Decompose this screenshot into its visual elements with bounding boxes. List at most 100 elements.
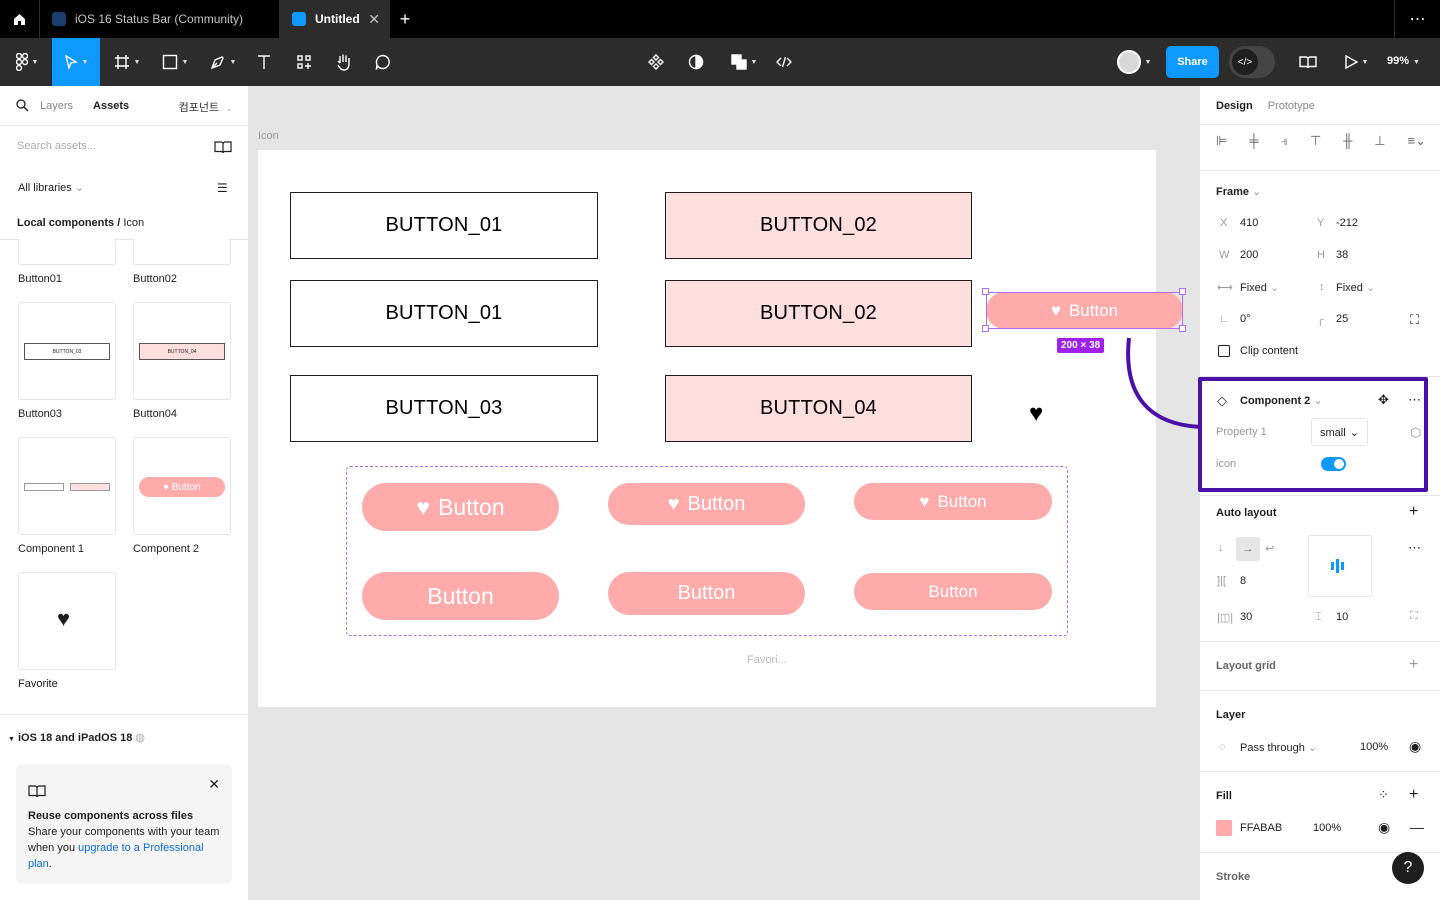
component-set-label[interactable]: Favori... <box>747 654 787 666</box>
component-name-dropdown[interactable]: Component 2 ⌄ <box>1240 395 1323 407</box>
search-input[interactable]: Search assets... <box>17 140 96 152</box>
visibility-eye-icon[interactable]: ◉ <box>1409 738 1422 754</box>
distribute-icon[interactable]: ≡⌄ <box>1407 133 1426 148</box>
fill-visibility-eye-icon[interactable]: ◉ <box>1378 819 1391 835</box>
asset-thumb-component1[interactable] <box>18 437 116 535</box>
user-avatar-button[interactable]: ▼ <box>1110 38 1158 86</box>
upgrade-link[interactable]: upgrade to a Professional plan <box>28 842 204 870</box>
asset-thumb-button01[interactable] <box>18 239 116 265</box>
present-button[interactable]: ▼ <box>1338 38 1374 86</box>
clip-content-checkbox[interactable] <box>1218 345 1230 357</box>
asset-thumb-component2[interactable]: ♥Button <box>133 437 231 535</box>
library-button[interactable] <box>1296 38 1320 86</box>
text-tool-button[interactable] <box>252 38 276 86</box>
tab-file-untitled[interactable]: Untitled ✕ <box>280 0 390 38</box>
component-set-frame[interactable] <box>346 466 1068 636</box>
width-input[interactable]: 200 <box>1240 249 1259 261</box>
button-03-instance[interactable]: BUTTON_03 <box>290 375 598 442</box>
button-02-instance[interactable]: BUTTON_02 <box>665 192 972 259</box>
book-icon[interactable] <box>214 140 232 154</box>
direction-vertical-icon[interactable]: ↓ <box>1218 542 1224 554</box>
shape-tool-button[interactable]: ▼ <box>156 38 194 86</box>
resize-handle[interactable] <box>982 288 989 295</box>
button-01-instance[interactable]: BUTTON_01 <box>290 280 598 347</box>
variant-medium[interactable]: Button <box>608 572 805 615</box>
components-dropdown[interactable]: 컴포넌트 ⌄ <box>178 102 232 114</box>
asset-thumb-button02[interactable] <box>133 239 231 265</box>
fill-opacity-input[interactable]: 100% <box>1313 822 1342 834</box>
hand-tool-button[interactable] <box>332 38 356 86</box>
add-fill-icon[interactable]: + <box>1409 786 1419 803</box>
gap-input[interactable]: 8 <box>1240 575 1247 587</box>
fill-hex-input[interactable]: FFABAB <box>1240 822 1283 834</box>
dev-mode-toggle[interactable]: </> <box>1229 46 1275 78</box>
frame-label[interactable]: Icon <box>258 130 279 142</box>
variant-small-icon[interactable]: ♥Button <box>854 483 1052 520</box>
y-input[interactable]: -212 <box>1336 217 1359 229</box>
resize-handle[interactable] <box>1179 288 1186 295</box>
align-top-icon[interactable]: ⊤ <box>1309 133 1322 148</box>
close-icon[interactable]: ✕ <box>208 776 220 792</box>
direction-horizontal-icon[interactable]: → <box>1236 537 1260 561</box>
tab-prototype[interactable]: Prototype <box>1267 100 1315 112</box>
vertical-padding-input[interactable]: 10 <box>1336 611 1349 623</box>
x-input[interactable]: 410 <box>1240 217 1259 229</box>
icon-toggle[interactable] <box>1321 457 1346 471</box>
blend-mode-dropdown[interactable]: Pass through ⌄ <box>1240 742 1318 754</box>
height-input[interactable]: 38 <box>1336 249 1349 261</box>
more-menu-icon[interactable]: ⋯ <box>1394 0 1440 38</box>
width-sizing-dropdown[interactable]: Fixed ⌄ <box>1240 282 1280 294</box>
library-section-ios18[interactable]: ▼ iOS 18 and iPadOS 18 ◍ <box>8 732 145 744</box>
tab-assets[interactable]: Assets <box>93 99 130 112</box>
layer-opacity-input[interactable]: 100% <box>1360 741 1389 753</box>
direction-wrap-icon[interactable]: ↩ <box>1265 543 1275 555</box>
rotation-input[interactable]: 0° <box>1240 313 1251 325</box>
variant-medium-icon[interactable]: ♥Button <box>608 483 805 525</box>
add-auto-layout-icon[interactable]: + <box>1409 503 1419 520</box>
selected-button-instance[interactable]: ♥Button <box>986 292 1183 329</box>
share-button[interactable]: Share <box>1166 46 1219 78</box>
variant-large-icon[interactable]: ♥Button <box>362 483 559 531</box>
canvas[interactable]: Icon BUTTON_01 BUTTON_02 BUTTON_01 BUTTO… <box>249 86 1199 900</box>
add-layout-grid-icon[interactable]: + <box>1409 656 1419 673</box>
asset-thumb-button04[interactable]: BUTTON_04 <box>133 302 231 400</box>
auto-layout-more-icon[interactable]: ⋯ <box>1408 540 1421 555</box>
alignment-grid[interactable] <box>1308 535 1372 597</box>
frame-tool-button[interactable]: ▼ <box>108 38 146 86</box>
asset-thumb-button03[interactable]: BUTTON_03 <box>18 302 116 400</box>
button-04-instance[interactable]: BUTTON_04 <box>665 375 972 442</box>
align-center-h-icon[interactable]: ╪ <box>1249 133 1259 148</box>
align-left-icon[interactable]: ⊫ <box>1216 133 1228 148</box>
corner-radius-input[interactable]: 25 <box>1336 313 1349 325</box>
tab-layers[interactable]: Layers <box>40 99 74 112</box>
heart-icon[interactable]: ♥ <box>1029 400 1044 427</box>
fill-styles-icon[interactable]: ⁘ <box>1378 787 1389 802</box>
boolean-button[interactable]: ▼ <box>726 38 762 86</box>
resize-handle[interactable] <box>1179 325 1186 332</box>
horizontal-padding-input[interactable]: 30 <box>1240 611 1253 623</box>
go-to-main-component-icon[interactable]: ✥ <box>1378 392 1389 407</box>
independent-corners-icon[interactable]: ⛶ <box>1410 312 1420 327</box>
button-01-instance[interactable]: BUTTON_01 <box>290 192 598 259</box>
move-tool-button[interactable]: ▼ <box>52 38 100 86</box>
dev-code-button[interactable] <box>772 38 796 86</box>
align-middle-v-icon[interactable]: ╫ <box>1343 133 1353 148</box>
asset-search[interactable]: Search assets... <box>0 126 248 166</box>
variant-small[interactable]: Button <box>854 573 1052 610</box>
main-menu-button[interactable]: ▼ <box>10 38 44 86</box>
hexagon-icon[interactable]: ⬡ <box>1410 425 1422 440</box>
create-component-button[interactable] <box>644 38 668 86</box>
help-button[interactable]: ? <box>1392 852 1424 884</box>
asset-thumb-favorite[interactable]: ♥ <box>18 572 116 670</box>
zoom-level[interactable]: 99%▼ <box>1387 55 1420 67</box>
more-options-icon[interactable]: ⋯ <box>1408 392 1421 407</box>
search-icon[interactable] <box>16 99 29 112</box>
fill-color-swatch[interactable] <box>1216 820 1232 836</box>
button-02-instance[interactable]: BUTTON_02 <box>665 280 972 347</box>
resize-handle[interactable] <box>982 325 989 332</box>
close-tab-icon[interactable]: ✕ <box>368 11 380 27</box>
variant-large[interactable]: Button <box>362 572 559 620</box>
height-sizing-dropdown[interactable]: Fixed ⌄ <box>1336 282 1376 294</box>
mask-button[interactable] <box>684 38 708 86</box>
align-bottom-icon[interactable]: ⊥ <box>1374 133 1386 148</box>
